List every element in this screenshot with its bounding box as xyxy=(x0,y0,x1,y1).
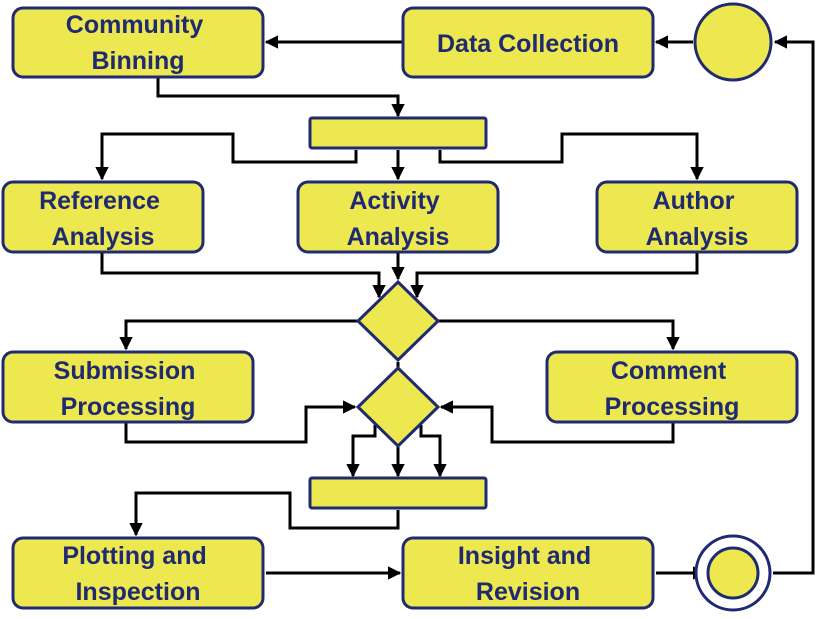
edge-decision-to-submission xyxy=(119,319,358,351)
edge-author-to-decision xyxy=(410,253,699,299)
node-insight-revision: Insight and Revision xyxy=(401,536,655,610)
node-activity-analysis: Activity Analysis xyxy=(296,180,500,254)
data-collection-label: Data Collection xyxy=(437,30,619,58)
edge-community-binning-to-fork xyxy=(156,78,405,118)
edge-comment-to-merge xyxy=(439,400,675,444)
activity-analysis-label: Activity Analysis xyxy=(347,187,450,251)
node-community-binning: Community Binning xyxy=(11,6,265,79)
submission-processing-label: Submission Processing xyxy=(54,357,203,421)
end-node xyxy=(694,534,772,612)
author-analysis-label: Author Analysis xyxy=(646,187,749,251)
edge-end-loop-to-start xyxy=(773,35,815,575)
edge-reference-to-decision xyxy=(100,253,386,299)
edge-fork-to-reference-analysis xyxy=(95,132,358,181)
comment-processing-label: Comment Processing xyxy=(605,357,740,421)
edge-join-to-plotting xyxy=(129,491,400,537)
decision-diamond xyxy=(355,279,441,363)
edges xyxy=(95,35,815,580)
node-plotting-inspection: Plotting and Inspection xyxy=(11,536,265,610)
reference-analysis-label: Reference Analysis xyxy=(39,187,167,251)
node-submission-processing: Submission Processing xyxy=(1,350,255,424)
edge-decision-to-comment xyxy=(438,319,680,351)
node-author-analysis: Author Analysis xyxy=(595,180,799,254)
plotting-inspection-label: Plotting and Inspection xyxy=(62,542,213,606)
edge-merge-to-join-right xyxy=(419,425,447,478)
node-reference-analysis: Reference Analysis xyxy=(1,180,205,254)
fork-bar xyxy=(308,116,488,150)
community-binning-label: Community Binning xyxy=(66,11,210,75)
node-comment-processing: Comment Processing xyxy=(545,350,799,424)
join-bar xyxy=(308,476,488,510)
merge-diamond xyxy=(355,365,441,449)
start-node xyxy=(693,2,773,82)
edge-fork-to-author-analysis xyxy=(438,132,704,181)
edge-merge-to-join-left xyxy=(346,425,377,478)
edge-submission-to-merge xyxy=(124,400,357,444)
node-data-collection: Data Collection xyxy=(401,6,655,79)
insight-revision-label: Insight and Revision xyxy=(458,542,598,606)
